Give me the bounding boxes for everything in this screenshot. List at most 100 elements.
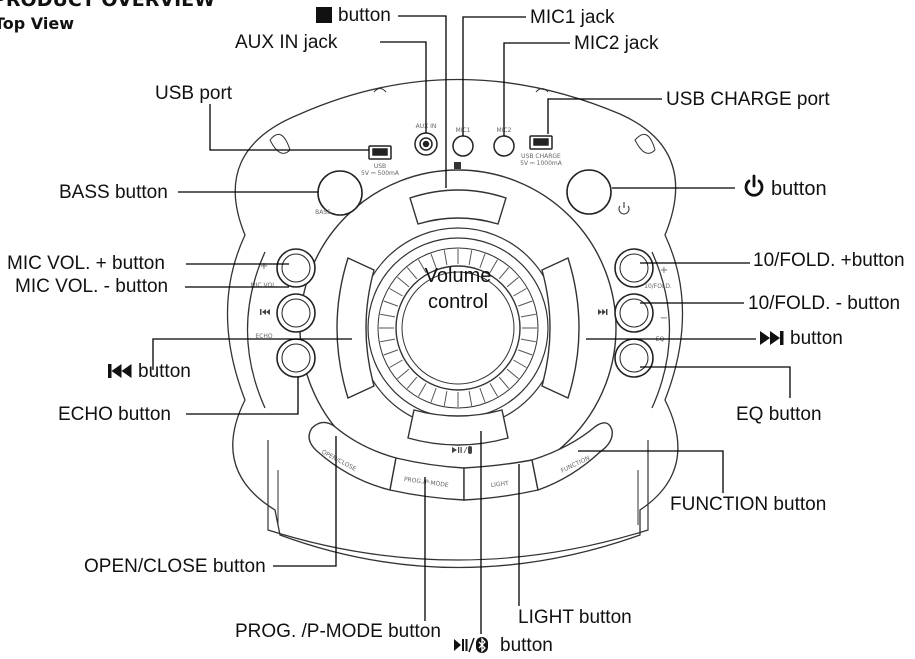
callout-open-close-button: OPEN/CLOSE button bbox=[84, 556, 266, 577]
knurl-tick bbox=[489, 383, 498, 397]
knurl-tick bbox=[498, 376, 510, 389]
leader-usb bbox=[209, 104, 369, 151]
callout-eq-button: EQ button bbox=[736, 404, 822, 425]
print-plus-left: + bbox=[260, 261, 268, 272]
callout-mic-vol-minus-button: MIC VOL. - button bbox=[15, 276, 169, 297]
knurl-tick bbox=[397, 368, 410, 380]
callout-fold-minus-button: 10/FOLD. - button bbox=[748, 293, 901, 314]
print-usb-charge-rating: 5V ⎓ 1000mA bbox=[520, 160, 563, 167]
print-usb-rating: 5V ⎓ 500mA bbox=[361, 170, 400, 177]
section-title: PRODUCT OVERVIEW bbox=[0, 0, 216, 11]
leader-prev bbox=[152, 338, 352, 370]
leader-open-close bbox=[273, 436, 337, 567]
play-bluetooth-arc-button bbox=[407, 409, 509, 446]
knurl-tick bbox=[489, 259, 498, 273]
knurl-tick bbox=[513, 359, 527, 368]
knurl-tick bbox=[430, 387, 437, 403]
volume-knob bbox=[395, 265, 521, 391]
bass-button bbox=[317, 170, 363, 216]
knurl-tick bbox=[397, 276, 410, 288]
leader-stop bbox=[398, 15, 447, 188]
print-bass: BASS bbox=[315, 209, 331, 216]
print-echo: ECHO bbox=[255, 333, 272, 340]
callout-mic2-jack: MIC2 jack bbox=[574, 33, 659, 54]
leader-mic2 bbox=[503, 42, 570, 136]
knurl-tick bbox=[443, 250, 448, 266]
knurl-tick bbox=[468, 250, 473, 266]
power-print-icon bbox=[618, 202, 630, 215]
next-print-icon bbox=[598, 309, 608, 315]
callout-aux-in-jack: AUX IN jack bbox=[235, 32, 338, 53]
device-base-panel bbox=[267, 440, 649, 561]
knurl-tick bbox=[517, 300, 533, 307]
next-arc-button bbox=[541, 257, 580, 399]
knurl-tick bbox=[389, 359, 403, 368]
knurl-tick bbox=[418, 259, 427, 273]
knurl-tick bbox=[520, 313, 536, 318]
section-subtitle: Top View bbox=[0, 14, 75, 33]
device-outer-body bbox=[226, 78, 684, 569]
knurl-tick bbox=[520, 338, 536, 343]
callout-power-button: button bbox=[743, 174, 827, 200]
knurl-tick bbox=[513, 288, 527, 297]
mic1-jack bbox=[452, 135, 474, 157]
print-plus-right: + bbox=[660, 265, 668, 276]
knurl-tick bbox=[383, 300, 399, 307]
callout-play-bluetooth-button: button bbox=[454, 635, 553, 657]
callout-function-button: FUNCTION button bbox=[670, 494, 827, 515]
print-usb: USB bbox=[374, 163, 386, 170]
leader-eq bbox=[640, 366, 791, 398]
stop-icon bbox=[316, 5, 332, 27]
knurl-tick bbox=[443, 390, 448, 406]
leader-echo bbox=[186, 377, 299, 415]
callout-bass-button: BASS button bbox=[59, 182, 168, 203]
knurl-tick bbox=[389, 288, 403, 297]
print-minus-right: − bbox=[660, 313, 668, 324]
stop-print-icon bbox=[454, 162, 461, 169]
function-key bbox=[531, 422, 613, 491]
volume-knob-knurling bbox=[379, 249, 537, 407]
knurl-tick bbox=[517, 349, 533, 356]
leader-function bbox=[578, 450, 724, 493]
open-close-key bbox=[308, 421, 397, 491]
prev-arc-button bbox=[336, 257, 375, 399]
print-fold: 10/FOLD. bbox=[644, 283, 672, 290]
knurl-tick bbox=[506, 368, 519, 380]
callout-mic1-jack: MIC1 jack bbox=[530, 7, 615, 28]
knurl-tick bbox=[468, 390, 473, 406]
knurl-tick bbox=[498, 267, 510, 280]
knurl-tick bbox=[406, 376, 418, 389]
usb-charge-port bbox=[529, 135, 553, 150]
knurl-tick bbox=[383, 349, 399, 356]
callout-echo-button: ECHO button bbox=[58, 404, 171, 425]
leader-usb-charge bbox=[547, 98, 662, 134]
callout-light-button: LIGHT button bbox=[518, 607, 632, 628]
prev-print-icon bbox=[260, 309, 270, 315]
mic2-jack bbox=[493, 135, 515, 157]
knurl-tick bbox=[380, 313, 396, 318]
callout-prog-button: PROG. /P-MODE button bbox=[235, 621, 441, 642]
knurl-tick bbox=[418, 383, 427, 397]
leader-aux bbox=[380, 41, 427, 133]
previous-track-icon bbox=[108, 361, 132, 383]
next-track-icon bbox=[760, 328, 784, 350]
callout-fold-plus-button: 10/FOLD. +button bbox=[753, 250, 905, 271]
play-bt-print-icon bbox=[452, 446, 472, 454]
knurl-tick bbox=[406, 267, 418, 280]
callout-mic-vol-plus-button: MIC VOL. + button bbox=[7, 253, 165, 274]
knurl-tick bbox=[506, 276, 519, 288]
callout-usb-port: USB port bbox=[155, 83, 233, 104]
power-button bbox=[566, 169, 612, 215]
knurl-tick bbox=[479, 253, 486, 269]
knurl-tick bbox=[430, 253, 437, 269]
print-mic-vol: MIC VOL. bbox=[250, 282, 277, 289]
knurl-tick bbox=[380, 338, 396, 343]
power-icon bbox=[743, 174, 765, 200]
volume-control-label: Volume control bbox=[424, 265, 492, 313]
print-light: LIGHT bbox=[491, 480, 510, 489]
callout-prev-button: button bbox=[108, 361, 191, 383]
knurl-tick bbox=[479, 387, 486, 403]
print-usb-charge: USB CHARGE bbox=[521, 153, 561, 160]
